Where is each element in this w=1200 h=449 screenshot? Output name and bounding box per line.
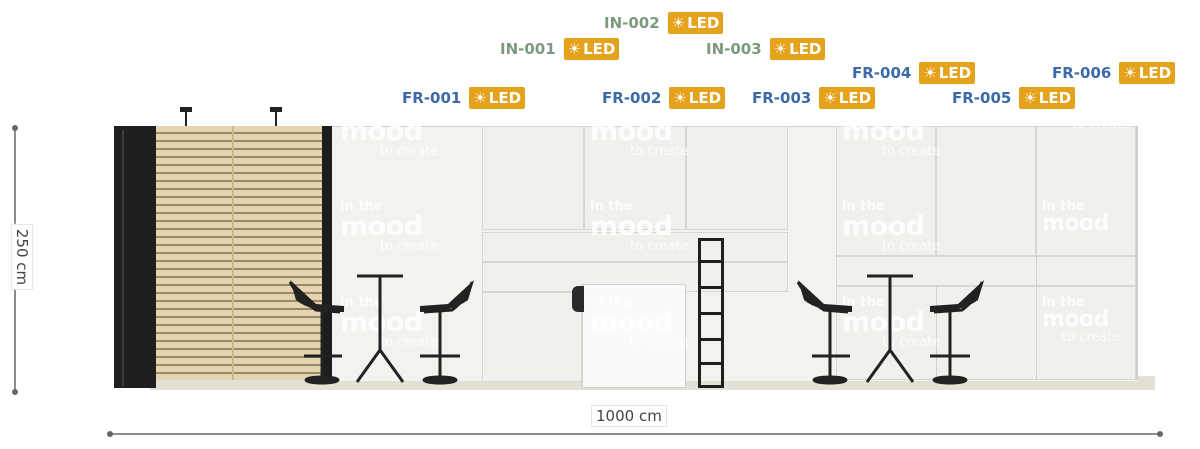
led-badge: ☀LED xyxy=(469,87,526,109)
led-badge: ☀LED xyxy=(769,38,826,60)
dimension-end xyxy=(12,389,18,395)
label-code: FR-003 xyxy=(750,89,814,107)
label-in-001: IN-001 ☀LED xyxy=(498,38,620,60)
booth-right-edge xyxy=(1136,126,1138,380)
label-code: IN-002 xyxy=(602,14,662,32)
spotlight-icon xyxy=(185,112,187,126)
wood-divider xyxy=(232,126,234,380)
sun-icon: ☀ xyxy=(473,88,487,107)
stool-seat xyxy=(930,280,984,312)
label-fr-006: FR-006 ☀LED xyxy=(1050,62,1176,84)
wall-panel xyxy=(482,232,788,262)
wall-panel xyxy=(836,286,1136,380)
label-fr-005: FR-005 ☀LED xyxy=(950,87,1076,109)
wall-panel xyxy=(1036,126,1136,256)
height-dimension-label: 250 cm xyxy=(11,223,34,291)
dimension-end xyxy=(1157,431,1163,437)
counter-chair xyxy=(572,286,584,312)
wall-panel xyxy=(482,126,584,230)
led-badge: ☀LED xyxy=(667,12,724,34)
wall-panel xyxy=(686,126,788,230)
label-code: FR-005 xyxy=(950,89,1014,107)
label-code: FR-004 xyxy=(850,64,914,82)
label-fr-002: FR-002 ☀LED xyxy=(600,87,726,109)
black-post xyxy=(322,126,332,380)
sun-icon: ☀ xyxy=(673,88,687,107)
sun-icon: ☀ xyxy=(671,13,686,32)
wall-panel xyxy=(482,292,582,382)
rack-shelf xyxy=(698,260,724,263)
led-badge: ☀LED xyxy=(819,87,876,109)
wood-slat-wall xyxy=(156,126,322,380)
label-code: IN-001 xyxy=(498,40,558,58)
watermark: to create xyxy=(1072,117,1131,132)
led-badge: ☀LED xyxy=(1019,87,1076,109)
led-badge: ☀LED xyxy=(1119,62,1176,84)
dimension-end xyxy=(107,431,113,437)
sun-icon: ☀ xyxy=(823,88,837,107)
led-badge: ☀LED xyxy=(669,87,726,109)
end-column-edge xyxy=(122,130,124,386)
rack-shelf xyxy=(698,362,724,365)
stool-seat xyxy=(290,280,344,312)
sun-icon: ☀ xyxy=(1023,88,1037,107)
wall-panel xyxy=(836,256,1136,286)
label-fr-001: FR-001 ☀LED xyxy=(400,87,526,109)
label-code: FR-001 xyxy=(400,89,464,107)
panel-divider xyxy=(936,286,937,380)
label-in-002: IN-002 ☀LED xyxy=(602,12,724,34)
sun-icon: ☀ xyxy=(1123,63,1137,82)
rack-shelf xyxy=(698,312,724,315)
stool-seat xyxy=(420,280,474,312)
wall-panel xyxy=(584,126,686,230)
sun-icon: ☀ xyxy=(567,39,582,58)
bar-table xyxy=(865,274,915,383)
label-fr-003: FR-003 ☀LED xyxy=(750,87,876,109)
label-code: FR-002 xyxy=(600,89,664,107)
dimension-end xyxy=(12,125,18,131)
width-dimension-label: 1000 cm xyxy=(591,405,667,427)
label-fr-004: FR-004 ☀LED xyxy=(850,62,976,84)
end-column xyxy=(114,126,156,388)
stool-seat xyxy=(798,280,852,312)
label-code: FR-006 xyxy=(1050,64,1114,82)
counter xyxy=(582,284,686,388)
led-badge: ☀LED xyxy=(563,38,620,60)
wall-panel xyxy=(836,126,936,256)
label-in-003: IN-003 ☀LED xyxy=(704,38,826,60)
sun-icon: ☀ xyxy=(773,39,788,58)
spotlight-icon xyxy=(270,107,282,112)
spotlight-icon xyxy=(275,112,277,126)
led-badge: ☀LED xyxy=(919,62,976,84)
spotlight-icon xyxy=(180,107,192,112)
rack-shelf xyxy=(698,286,724,289)
panel-divider xyxy=(1036,256,1037,380)
rack-shelf xyxy=(698,338,724,341)
sun-icon: ☀ xyxy=(923,63,937,82)
bar-table xyxy=(355,274,405,383)
wall-panel xyxy=(936,126,1036,256)
label-code: IN-003 xyxy=(704,40,764,58)
